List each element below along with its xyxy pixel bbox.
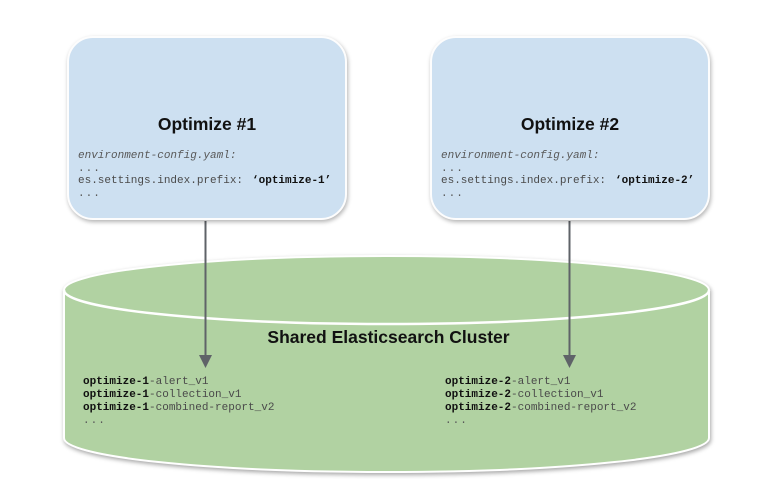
config-setting-line: es.settings.index.prefix: ‘optimize-1’ <box>78 175 345 188</box>
node-title: Optimize #1 <box>157 114 257 134</box>
config-ellipsis: ... <box>78 187 101 200</box>
index-suffix: -combined-report_v2 <box>511 402 637 414</box>
index-suffix: -collection_v1 <box>149 389 242 401</box>
config-file-label: environment-config.yaml: <box>441 150 600 162</box>
config-ellipsis: ... <box>78 162 101 175</box>
index-prefix: optimize-1 <box>83 376 150 388</box>
index-line: optimize-2-collection_v1 <box>445 389 636 402</box>
index-prefix: optimize-1 <box>83 389 150 401</box>
node-title: Optimize #2 <box>520 114 620 134</box>
index-prefix: optimize-1 <box>83 402 150 414</box>
index-list-optimize-2: optimize-2-alert_v1 optimize-2-collectio… <box>445 376 636 428</box>
setting-key: es.settings.index.prefix: <box>441 175 607 187</box>
node-config-block: environment-config.yaml: ... es.settings… <box>69 150 345 200</box>
index-prefix: optimize-2 <box>445 389 512 401</box>
config-ellipsis: ... <box>441 162 464 175</box>
index-list-optimize-1: optimize-1-alert_v1 optimize-1-collectio… <box>83 376 274 428</box>
config-setting-line: es.settings.index.prefix: ‘optimize-2’ <box>441 175 708 188</box>
setting-value: ‘optimize-1’ <box>252 175 332 187</box>
shared-elasticsearch-cylinder <box>62 255 711 473</box>
index-line: optimize-1-collection_v1 <box>83 389 274 402</box>
index-line: optimize-1-combined-report_v2 <box>83 402 274 415</box>
cylinder-body <box>63 255 710 473</box>
index-suffix: -alert_v1 <box>511 376 571 388</box>
arrow-optimize-1-to-cluster <box>199 221 212 368</box>
setting-key: es.settings.index.prefix: <box>78 175 244 187</box>
index-ellipsis: ... <box>445 415 468 427</box>
index-prefix: optimize-2 <box>445 402 512 414</box>
arrow-head-icon <box>563 355 576 368</box>
cluster-title: Shared Elasticsearch Cluster <box>267 327 510 347</box>
setting-value: ‘optimize-2’ <box>615 175 695 187</box>
index-ellipsis: ... <box>83 415 106 427</box>
config-ellipsis: ... <box>441 187 464 200</box>
optimize-node-1: Optimize #1 environment-config.yaml: ...… <box>67 36 347 220</box>
index-line: optimize-1-alert_v1 <box>83 376 274 389</box>
cylinder-top-front-arc <box>62 289 711 326</box>
index-line: optimize-2-alert_v1 <box>445 376 636 389</box>
index-prefix: optimize-2 <box>445 376 512 388</box>
index-suffix: -collection_v1 <box>511 389 604 401</box>
node-config-block: environment-config.yaml: ... es.settings… <box>432 150 708 200</box>
index-line: optimize-2-combined-report_v2 <box>445 402 636 415</box>
config-file-label: environment-config.yaml: <box>78 150 237 162</box>
arrow-head-icon <box>199 355 212 368</box>
index-suffix: -combined-report_v2 <box>149 402 275 414</box>
index-suffix: -alert_v1 <box>149 376 209 388</box>
arrow-optimize-2-to-cluster <box>563 221 576 368</box>
optimize-node-2: Optimize #2 environment-config.yaml: ...… <box>430 36 710 220</box>
